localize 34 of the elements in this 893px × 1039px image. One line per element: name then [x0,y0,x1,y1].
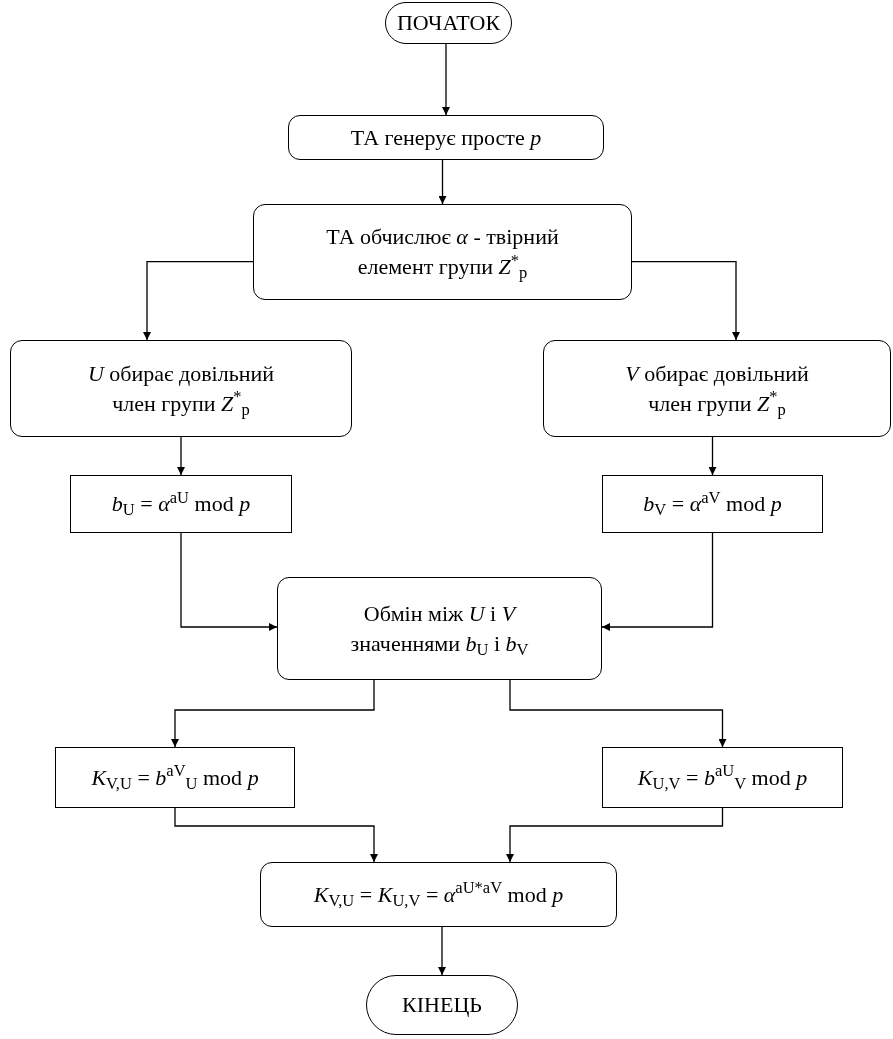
node-text: КІНЕЦЬ [402,991,482,1020]
arrow [143,260,254,341]
arrow [442,43,450,116]
process-box [288,115,604,160]
arrow [177,436,185,476]
arrow [631,260,740,341]
node-text: K$_{V,U}$ = K$_{U,V}$ = α$^{aU*aV}$ mod p [313,879,564,910]
arrow [171,679,375,748]
process-box [253,204,632,300]
process-box [543,340,891,437]
node-text: b$_{U}$ = α$^{aU}$ mod p [111,489,251,519]
arrow [438,159,447,205]
arrow [180,532,278,631]
node-text: K$_{U,V}$ = b$^{aU}$$_{V}$ mod p [637,762,808,793]
process-box [55,747,295,808]
node-text: K$_{V,U}$ = b$^{aV}$$_{U}$ mod p [91,762,259,793]
node-text: b$_{V}$ = α$^{aV}$ mod p [643,489,782,519]
terminal-box [366,975,518,1035]
arrow [174,807,378,863]
node-text: ПОЧАТОК [396,9,501,38]
process-box [602,475,823,533]
process-box [602,747,843,808]
arrow [708,436,717,476]
node-text: ТА генерує просте p [350,123,542,152]
terminal-box [385,2,512,44]
arrow [601,532,714,631]
process-box [260,862,617,927]
arrow [438,926,446,976]
process-box [70,475,292,533]
process-box [10,340,352,437]
arrow [506,807,724,863]
node-text: Обмін між U і V значеннями b$_{U}$ і b$_{V}$ [349,599,530,659]
process-box [277,577,602,680]
arrow [509,679,727,748]
